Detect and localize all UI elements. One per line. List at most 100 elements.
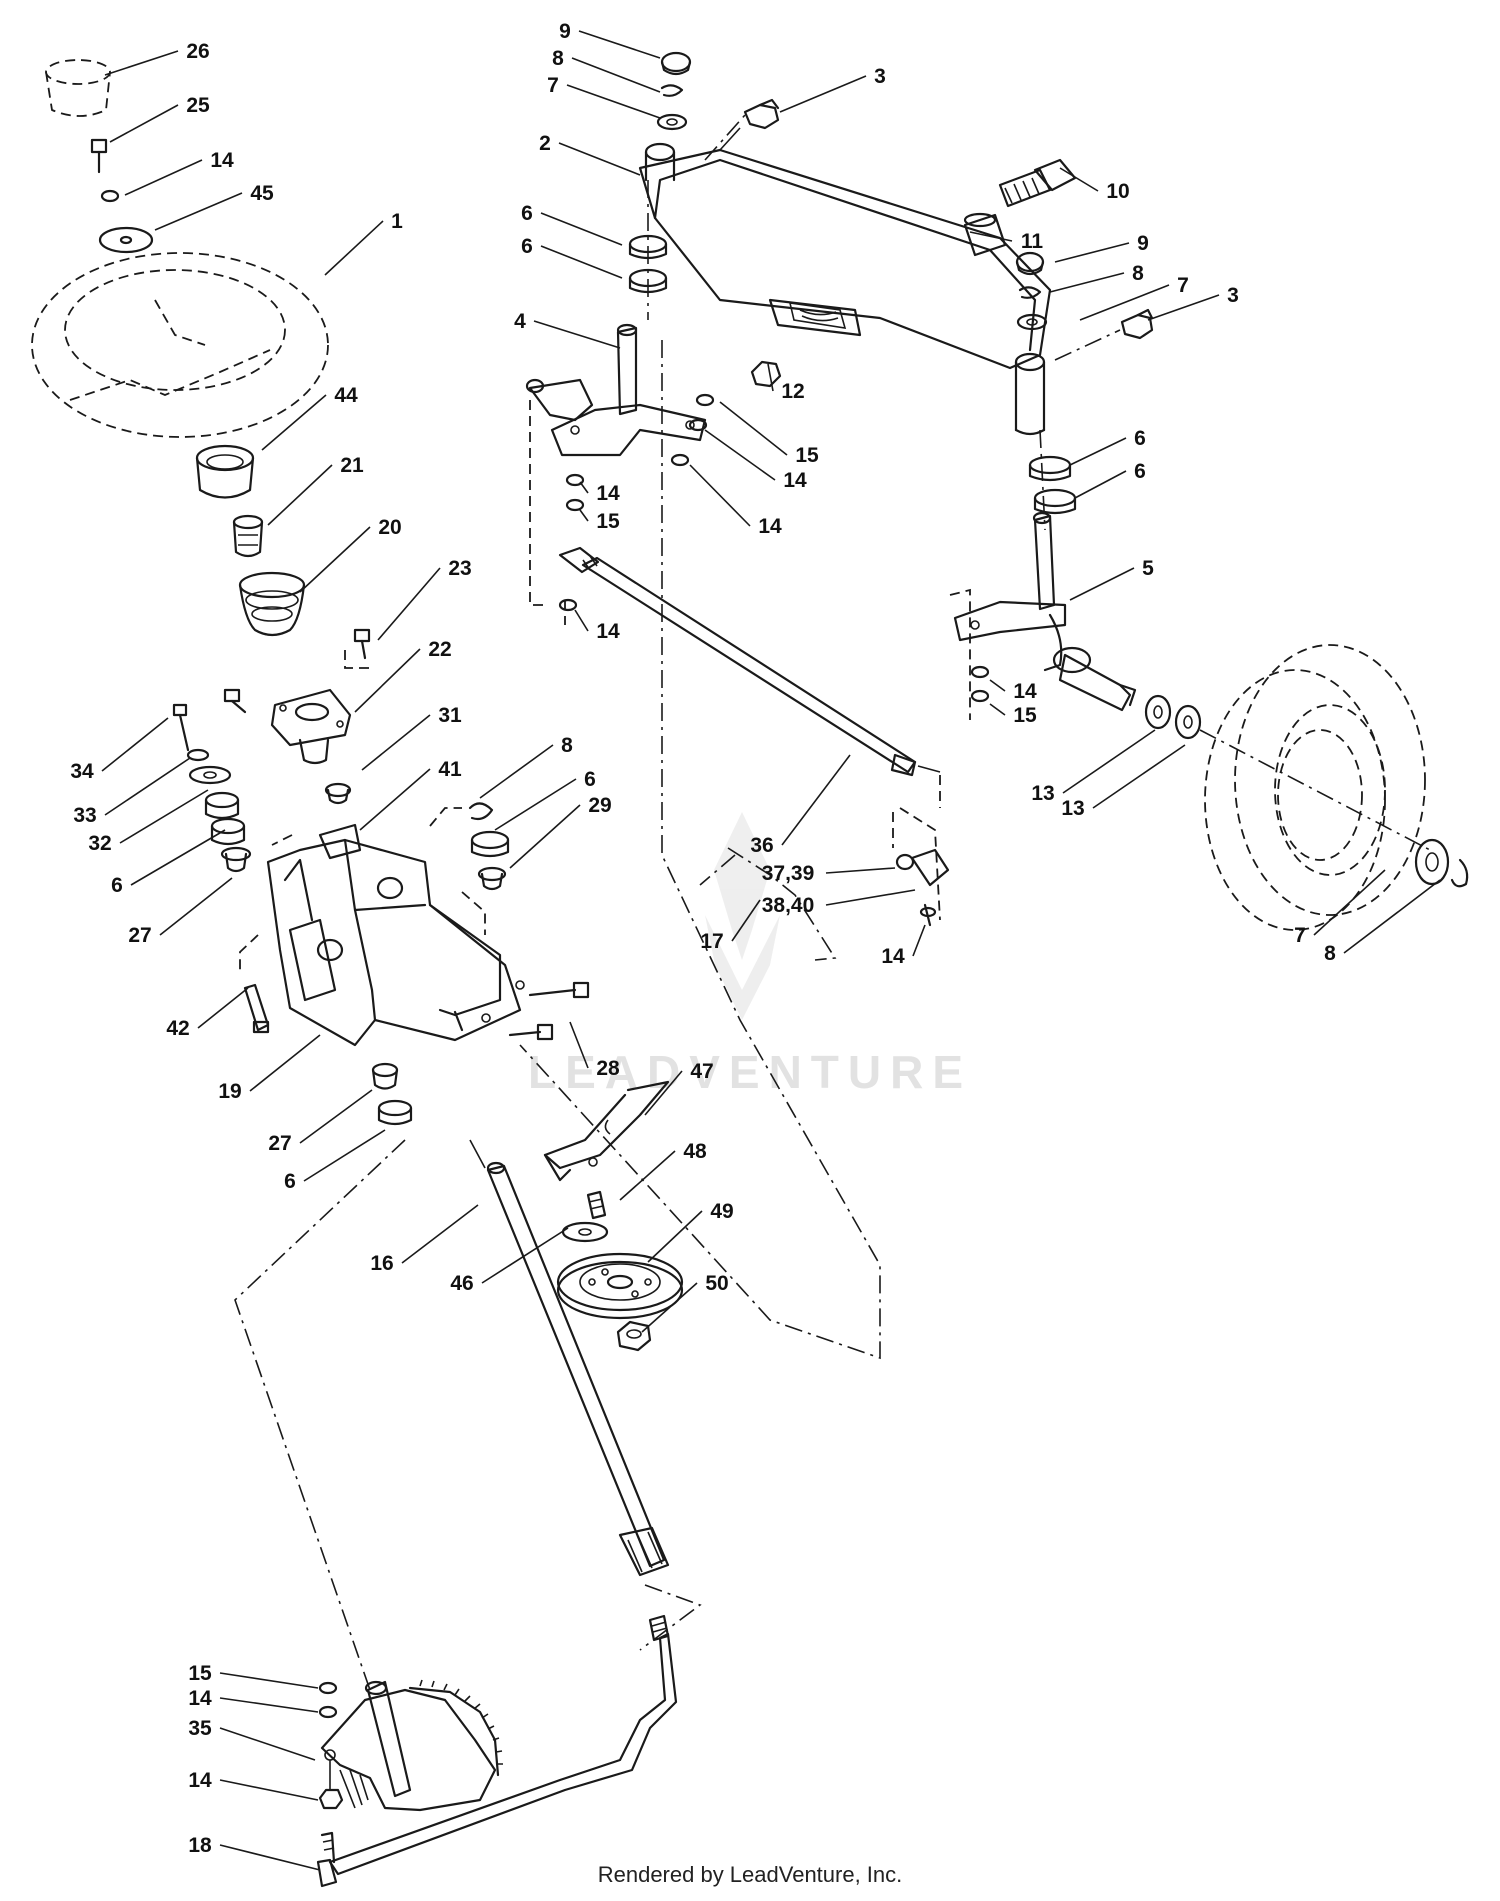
leader-line-c25 xyxy=(109,104,179,143)
guide-line-4 xyxy=(529,400,545,606)
callout-c6b: 6 xyxy=(584,768,596,791)
leader-line-c5 xyxy=(1069,567,1135,601)
callout-c3b: 3 xyxy=(1227,284,1239,307)
part-bolt-34 xyxy=(172,703,190,752)
part-washer-46 xyxy=(561,1221,609,1243)
part-nut-15-spindle xyxy=(695,393,715,407)
leader-line-c9b xyxy=(1054,242,1130,263)
leader-line-c10 xyxy=(1059,167,1099,192)
part-front-axle-2 xyxy=(638,142,1052,436)
part-washer-45 xyxy=(98,226,154,254)
part-bellows-20 xyxy=(238,571,306,637)
leader-line-c42 xyxy=(197,987,249,1029)
part-washer-14f xyxy=(970,665,990,679)
callout-c3840: 38,40 xyxy=(762,894,815,917)
part-bearing-6-left xyxy=(204,791,246,846)
guide-line-3a xyxy=(704,114,746,161)
callout-c19: 19 xyxy=(218,1080,241,1103)
callout-c13a: 13 xyxy=(1031,782,1054,805)
leader-line-c6f xyxy=(1069,437,1127,466)
part-steering-wheel-1 xyxy=(31,252,329,438)
part-bearing-6-lower xyxy=(377,1099,413,1126)
callout-c22: 22 xyxy=(428,638,451,661)
part-washer-14-spindle xyxy=(688,418,708,432)
callout-c18: 18 xyxy=(188,1834,212,1857)
part-bushing-27-lower xyxy=(371,1062,399,1090)
part-washer-14e xyxy=(558,598,578,612)
callout-c10: 10 xyxy=(1106,180,1129,203)
callout-c7a: 7 xyxy=(547,74,559,97)
part-pulley-49 xyxy=(556,1252,684,1320)
guide-line-41c xyxy=(271,834,293,846)
guide-line-16 xyxy=(234,1139,406,1691)
part-front-wheel xyxy=(1199,644,1431,931)
callout-c16: 16 xyxy=(370,1252,393,1275)
callout-c6a: 6 xyxy=(111,874,123,897)
callout-c1: 1 xyxy=(391,210,403,233)
watermark-text: LEADVENTURE xyxy=(528,1046,972,1098)
callout-c14c: 14 xyxy=(596,482,620,505)
callout-c9a: 9 xyxy=(559,20,571,43)
leader-line-c6d xyxy=(540,212,623,246)
callout-c36: 36 xyxy=(750,834,773,857)
callout-c29: 29 xyxy=(588,794,611,817)
leader-line-c46 xyxy=(481,1227,569,1284)
callout-labels: 2625144514421202322314134333262786294219… xyxy=(70,20,1336,1857)
part-sector-gear-35 xyxy=(320,1679,503,1812)
callout-c15d: 15 xyxy=(188,1662,212,1685)
callout-c26: 26 xyxy=(186,40,209,63)
part-steering-shaft-16 xyxy=(486,1161,670,1577)
leader-line-c8b xyxy=(571,57,661,93)
part-ball-joint-37-39 xyxy=(895,848,950,887)
leader-line-c45 xyxy=(154,192,243,231)
leader-line-c12 xyxy=(767,363,774,392)
part-bushing-29 xyxy=(477,866,507,891)
part-cap-9a xyxy=(660,51,692,76)
leader-line-c26 xyxy=(104,50,179,76)
part-nut-12 xyxy=(750,360,782,388)
callout-c14b: 14 xyxy=(783,469,807,492)
callout-c8a: 8 xyxy=(561,734,573,757)
part-bolt-25 xyxy=(90,138,108,174)
leader-line-c14g xyxy=(912,924,926,957)
callout-c20: 20 xyxy=(378,516,401,539)
part-bushing-21 xyxy=(232,514,264,558)
callout-c2: 2 xyxy=(539,132,551,155)
callout-c23: 23 xyxy=(448,557,471,580)
leader-line-c14f xyxy=(989,679,1006,692)
leader-line-c8d xyxy=(1343,879,1441,954)
part-spindle-5 xyxy=(953,511,1137,712)
leader-line-c49 xyxy=(647,1210,703,1263)
callout-c15b: 15 xyxy=(596,510,620,533)
part-flange-22 xyxy=(270,688,352,765)
part-nut-15-sector xyxy=(318,1681,338,1695)
part-idler-bracket-47 xyxy=(543,1080,670,1182)
callout-c8d: 8 xyxy=(1324,942,1336,965)
callout-c5: 5 xyxy=(1142,557,1154,580)
callout-c27a: 27 xyxy=(128,924,151,947)
leader-line-c6b xyxy=(494,778,577,831)
callout-c11: 11 xyxy=(1021,230,1044,253)
leader-line-c22 xyxy=(354,648,421,713)
leader-line-c34 xyxy=(101,717,169,772)
callout-c32: 32 xyxy=(88,832,111,855)
part-clip-8-wheel xyxy=(1450,858,1469,888)
callout-c15c: 15 xyxy=(1013,704,1037,727)
leader-line-c36 xyxy=(781,754,851,846)
leader-line-c7b xyxy=(1079,284,1170,321)
leader-line-c6e xyxy=(540,245,623,279)
leader-line-c14h xyxy=(219,1697,319,1713)
leader-line-c6g xyxy=(1074,470,1127,499)
axis-line-shaft xyxy=(469,1139,486,1169)
guide-line-42 xyxy=(239,934,259,975)
callout-c3a: 3 xyxy=(874,65,886,88)
render-credit-footer: Rendered by LeadVenture, Inc. xyxy=(597,1862,903,1887)
callout-c48: 48 xyxy=(683,1140,707,1163)
callout-c41: 41 xyxy=(438,758,462,781)
leader-line-c8c xyxy=(1049,272,1125,293)
leader-line-c3840 xyxy=(825,889,916,906)
leader-line-c4 xyxy=(533,320,621,349)
callout-c14e: 14 xyxy=(596,620,620,643)
callout-c13b: 13 xyxy=(1061,797,1084,820)
